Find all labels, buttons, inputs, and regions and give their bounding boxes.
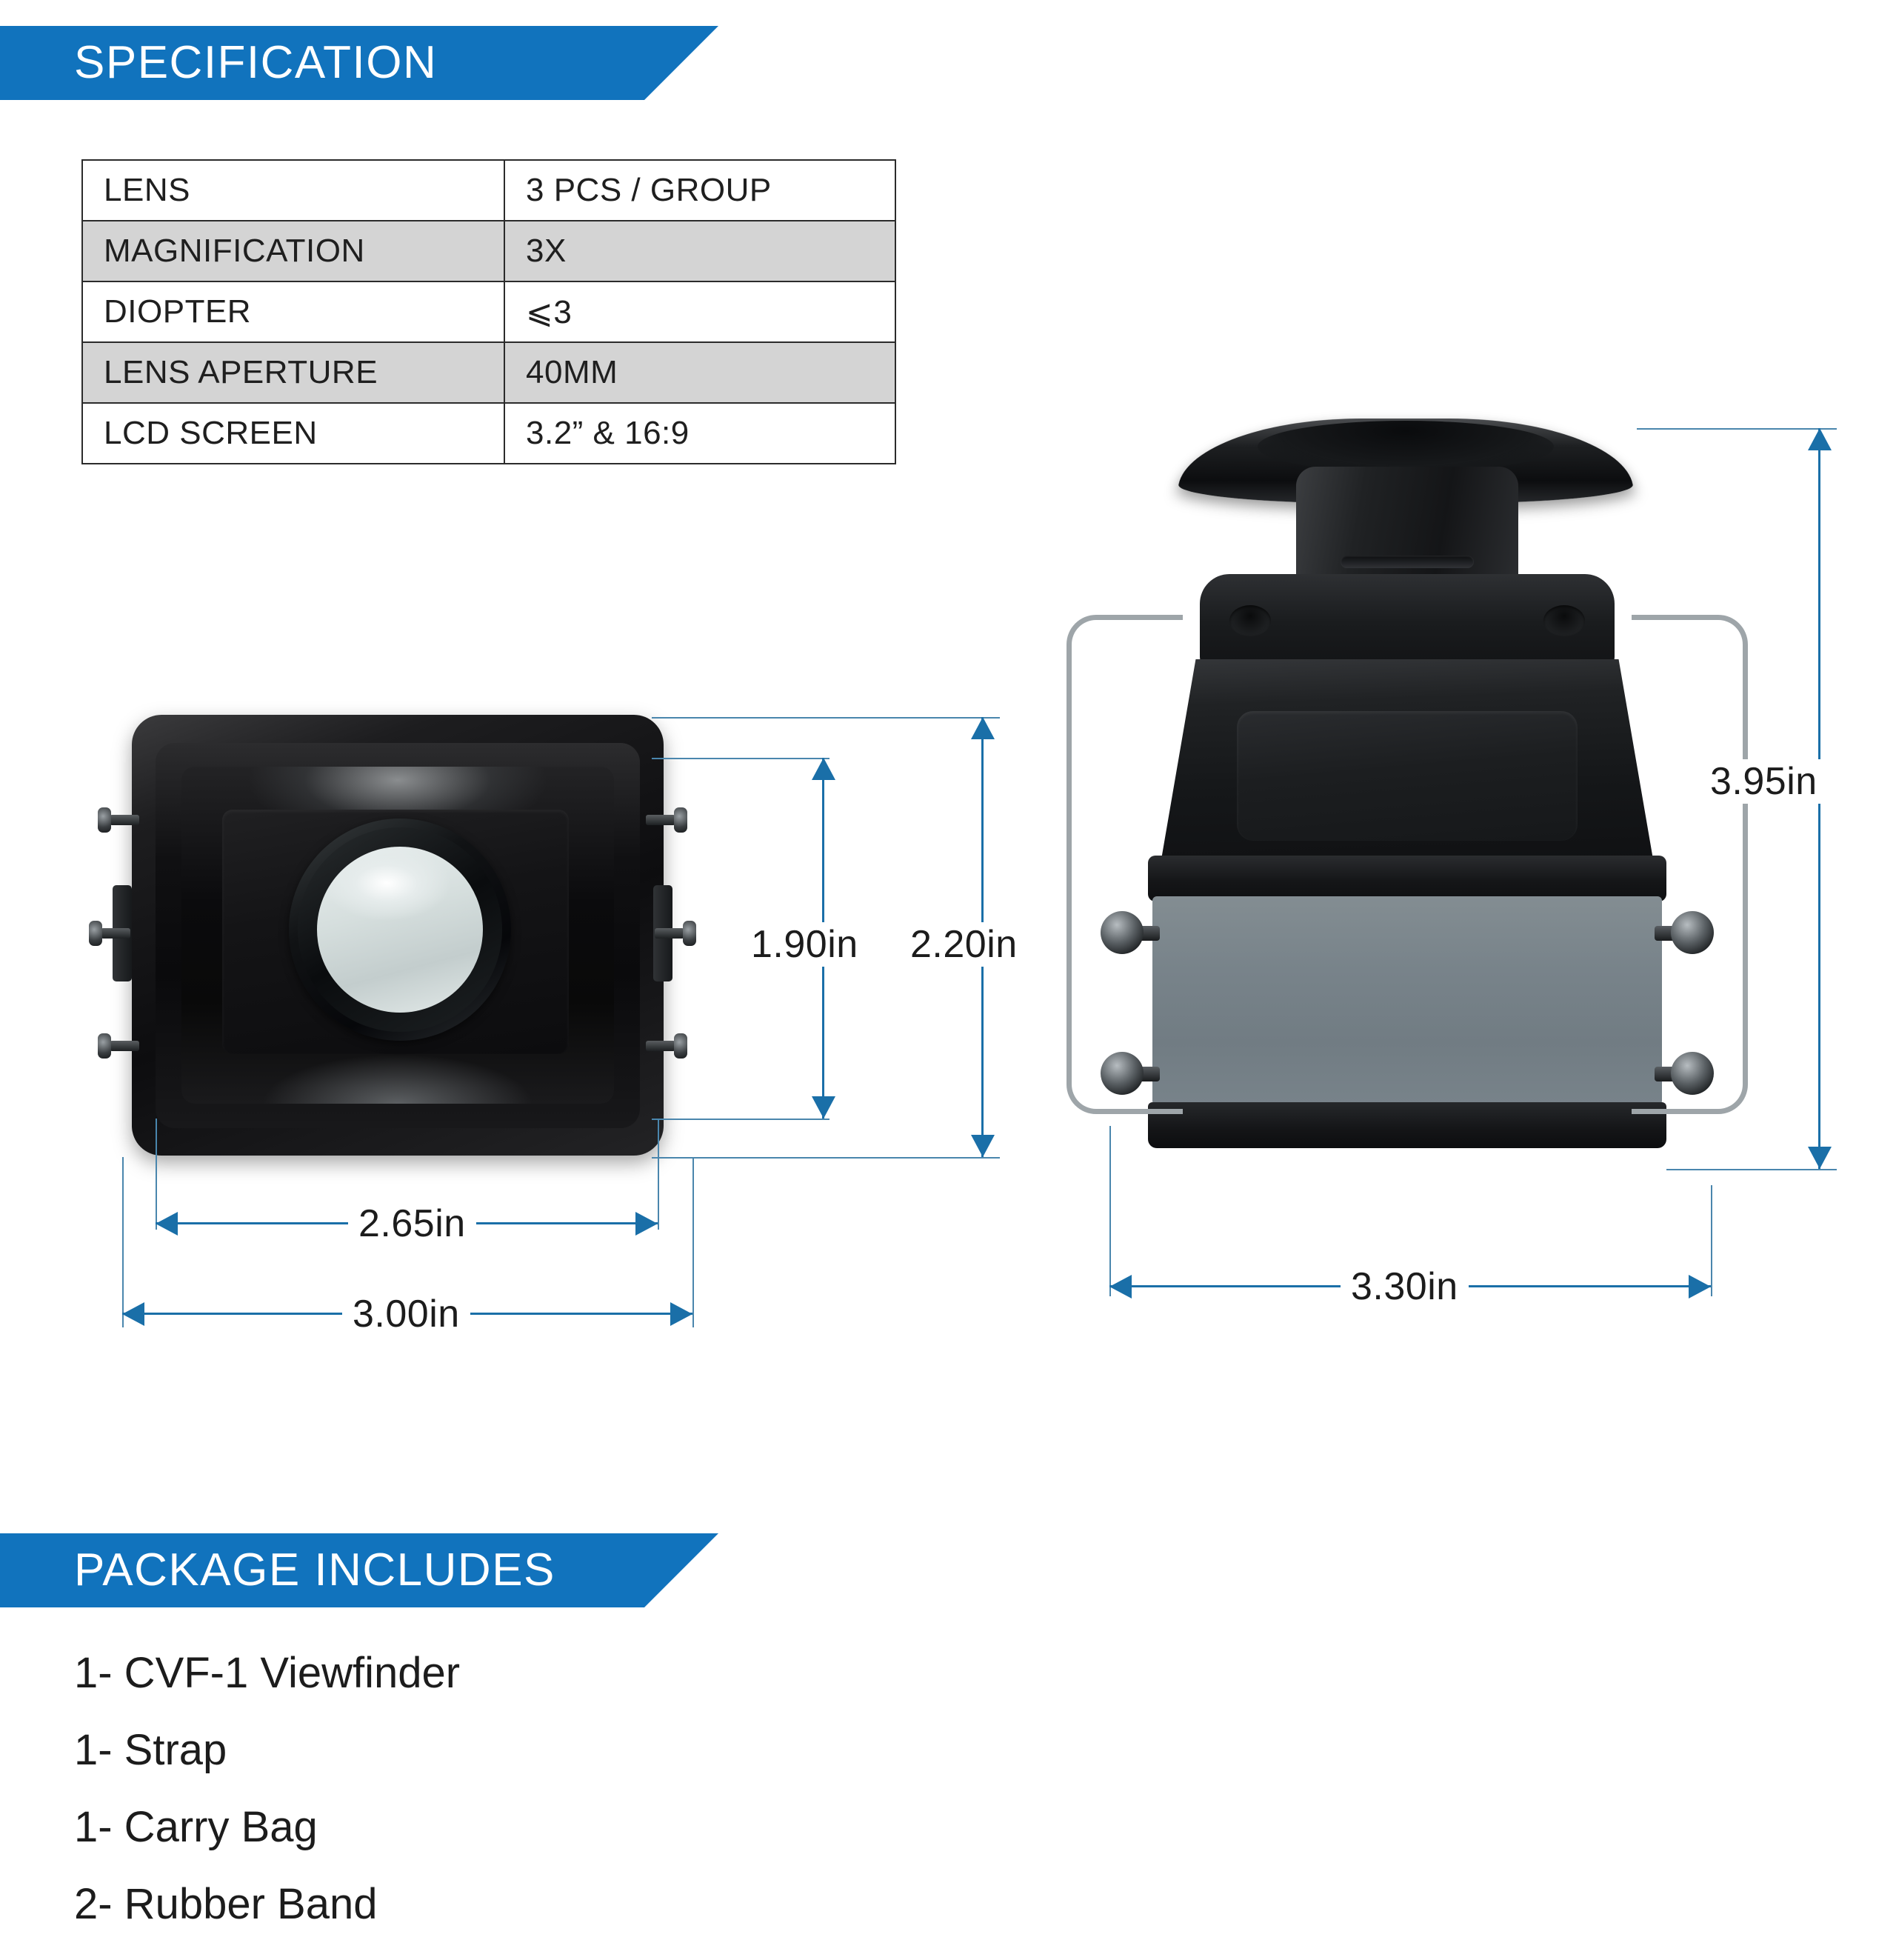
lens-glass-element [317,847,483,1013]
extension-line-rear-width-right [1711,1185,1712,1296]
dimension-arrow-up [1808,428,1832,450]
adjustment-knob-left-top [1101,911,1144,954]
lens-assembly [289,819,511,1041]
screw-shaft [646,815,675,825]
strap-wire-left [1066,615,1183,1114]
viewfinder-front-view-image [89,715,696,1159]
mounting-screw-right-bottom [646,1033,687,1059]
wing-mount-hole-left [1229,605,1271,636]
dimension-label-inner-height: 1.90in [741,922,869,967]
spec-value: ⩽3 [504,281,896,343]
extension-line-outer-width-left [122,1157,124,1327]
extension-line-inner-height-bottom [652,1119,830,1120]
mounting-screw-left-bottom [98,1033,139,1059]
spec-value: 3 PCS / GROUP [504,159,896,221]
lcd-housing-gray-band [1152,896,1662,1105]
dimension-arrow-right [670,1302,692,1326]
specification-banner-label: SPECIFICATION [74,37,438,88]
wing-mount-hole-right [1543,605,1585,636]
screw-head [674,1033,687,1059]
banner-angled-tail [644,1533,718,1607]
screw-head [98,807,111,833]
spec-key: DIOPTER [81,281,505,343]
screw-shaft [110,815,139,825]
spec-key: LENS [81,159,505,221]
adjustment-knob-right-bottom [1671,1052,1714,1095]
screw-head [89,921,102,946]
screw-head [674,807,687,833]
spec-key: LENS APERTURE [81,341,505,404]
extension-line-inner-width-right [658,1119,659,1230]
dimension-label-outer-height: 2.20in [900,922,1028,967]
extension-line-rear-height-top [1637,428,1837,430]
dimension-label-outer-width: 3.00in [342,1292,470,1336]
screw-shaft [101,928,130,939]
table-row: DIOPTER ⩽3 [81,281,896,343]
table-row: LENS APERTURE 40MM [81,341,896,404]
viewfinder-rear-view-image [1066,415,1748,1215]
screw-shaft [655,928,684,939]
list-item: 1- Carry Bag [74,1803,318,1851]
specification-banner: SPECIFICATION [0,26,718,100]
list-item: 1- Strap [74,1726,227,1774]
dimension-arrow-left [156,1212,178,1236]
table-row: MAGNIFICATION 3X [81,220,896,282]
dimension-label-inner-width: 2.65in [348,1201,476,1246]
mounting-screw-right-middle [655,921,696,946]
adjustment-knob-left-bottom [1101,1052,1144,1095]
extension-line-rear-width-left [1109,1126,1111,1296]
eyecup-contour [1258,421,1554,473]
extension-line-outer-width-right [692,1157,694,1327]
spec-value: 3.2” & 16:9 [504,402,896,464]
table-row: LCD SCREEN 3.2” & 16:9 [81,402,896,464]
extension-line-outer-height-bottom [652,1157,1000,1159]
dimension-arrow-up [971,717,995,739]
specification-table: LENS 3 PCS / GROUP MAGNIFICATION 3X DIOP… [81,159,896,464]
vent-slot-1 [1341,556,1474,568]
list-item: 2- Rubber Band [74,1880,378,1928]
mounting-screw-left-middle [89,921,130,946]
extension-line-rear-height-bottom [1666,1169,1837,1170]
dimension-arrow-right [1689,1275,1711,1299]
extension-line-outer-height-top [652,717,1000,719]
package-includes-banner-label: PACKAGE INCLUDES [74,1544,555,1596]
package-includes-list: 1- CVF-1 Viewfinder 1- Strap 1- Carry Ba… [74,1652,460,1960]
dimension-arrow-down [1808,1147,1832,1169]
dimension-arrow-right [635,1212,658,1236]
spec-value: 3X [504,220,896,282]
dimension-arrow-up [812,758,835,780]
strap-wire-right [1632,615,1748,1114]
dimension-arrow-down [812,1096,835,1119]
screw-head [98,1033,111,1059]
table-row: LENS 3 PCS / GROUP [81,159,896,221]
spec-key: MAGNIFICATION [81,220,505,282]
screw-shaft [646,1041,675,1051]
extension-line-inner-height-top [652,758,830,759]
adjustment-knob-right-top [1671,911,1714,954]
lens-inner-ring [298,827,502,1032]
extension-line-inner-width-left [156,1119,157,1230]
banner-angled-tail [644,26,718,100]
dimension-arrow-left [122,1302,144,1326]
list-item: 1- CVF-1 Viewfinder [74,1649,461,1697]
mounting-wing-bracket [1200,574,1615,670]
package-includes-banner: PACKAGE INCLUDES [0,1533,718,1607]
dimension-arrow-down [971,1135,995,1157]
body-base [1148,1102,1666,1148]
spec-value: 40MM [504,341,896,404]
dimension-arrow-left [1109,1275,1132,1299]
screw-head [683,921,696,946]
mounting-screw-right-top [646,807,687,833]
dimension-label-rear-width: 3.30in [1341,1264,1469,1309]
mounting-screw-left-top [98,807,139,833]
dimension-label-rear-height: 3.95in [1700,759,1828,804]
body-upper-lip [1148,856,1666,901]
body-rear-panel [1237,711,1578,841]
screw-shaft [110,1041,139,1051]
spec-key: LCD SCREEN [81,402,505,464]
